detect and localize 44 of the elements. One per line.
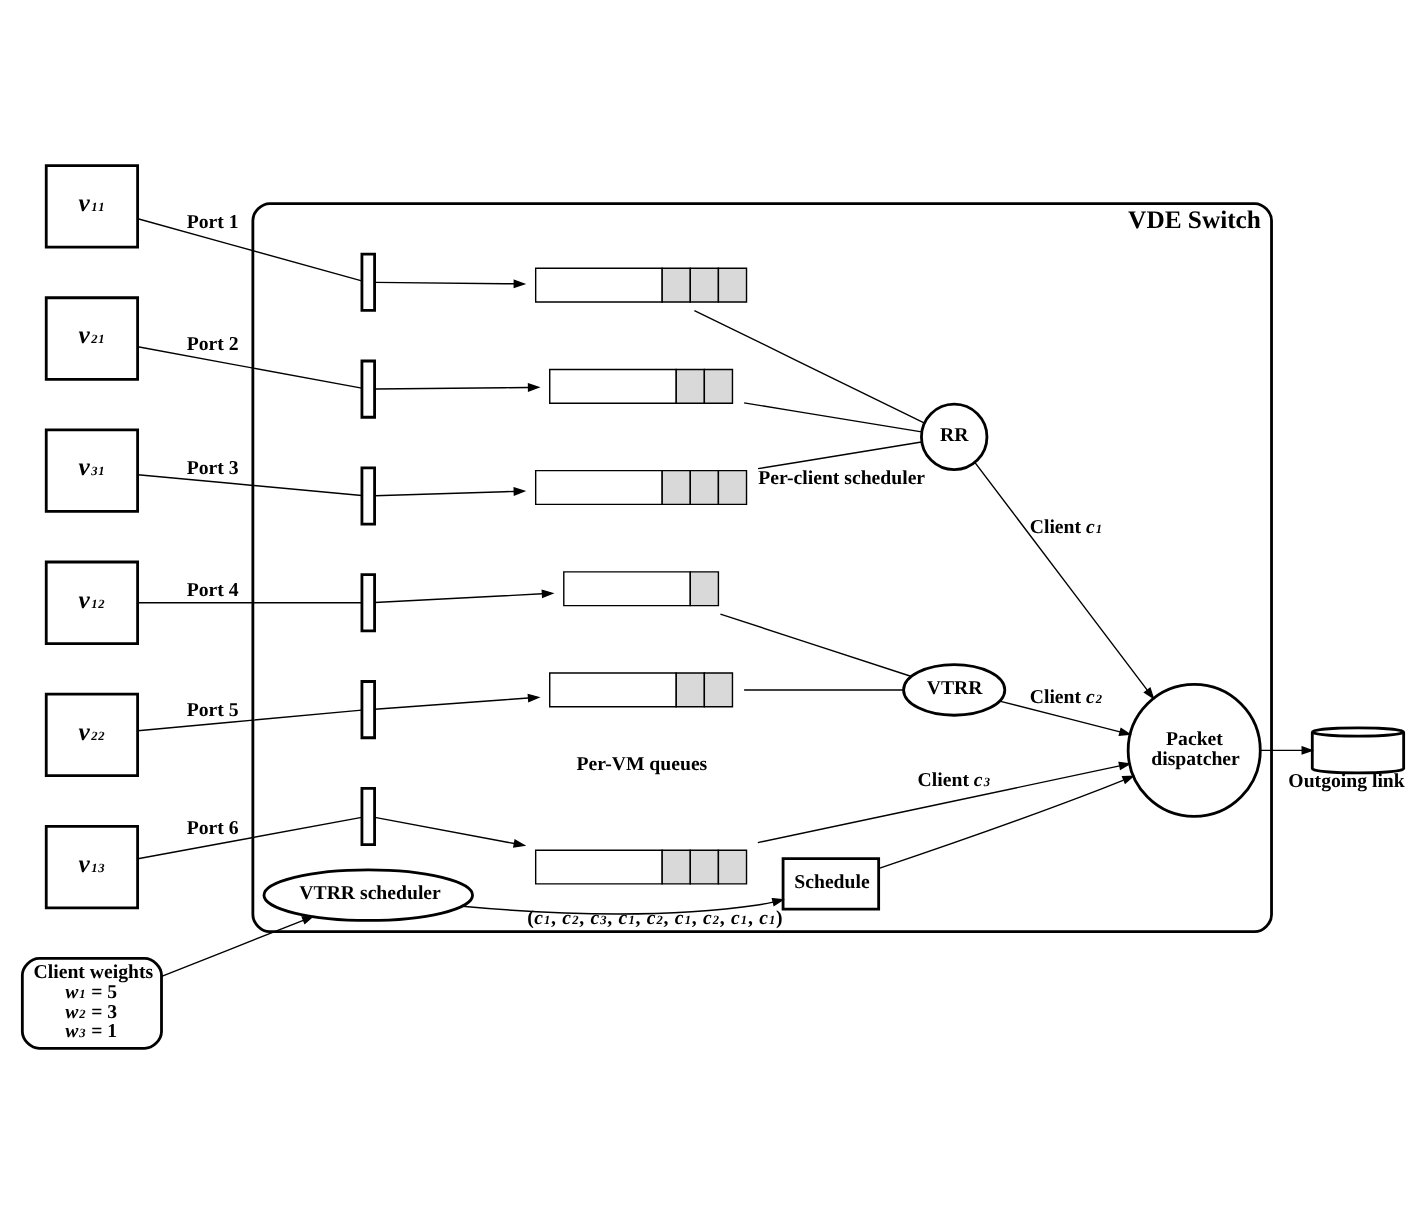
edge-label: Port 6 bbox=[186, 817, 239, 840]
node-circle: Packet dispatcher bbox=[1126, 682, 1262, 818]
arrow bbox=[974, 461, 1155, 700]
edge-label: Port 5 bbox=[186, 699, 239, 722]
arrow bbox=[461, 897, 785, 915]
edge-label: Port 3 bbox=[186, 457, 239, 480]
arrow bbox=[878, 775, 1135, 870]
arrow bbox=[374, 693, 541, 710]
label: Per-VM queues bbox=[576, 753, 708, 776]
connector bbox=[743, 689, 905, 691]
node-circle: RR bbox=[920, 402, 989, 472]
node-box: Schedule bbox=[781, 857, 881, 911]
arrow bbox=[374, 589, 555, 604]
edge-label: Port 1 bbox=[186, 211, 239, 234]
arrow bbox=[757, 761, 1132, 844]
connector bbox=[719, 613, 913, 678]
connector bbox=[137, 602, 363, 604]
connector bbox=[137, 346, 363, 389]
arrow bbox=[374, 487, 527, 497]
node-bar bbox=[360, 680, 376, 740]
connector bbox=[137, 709, 363, 732]
connector bbox=[757, 441, 923, 470]
node-bar bbox=[360, 466, 376, 526]
node-ellipse: VTRR bbox=[902, 663, 1007, 717]
arrow bbox=[374, 279, 527, 289]
connector bbox=[743, 402, 923, 433]
connector bbox=[137, 218, 363, 282]
connector bbox=[693, 309, 925, 424]
edge-label: Port 4 bbox=[186, 580, 239, 603]
node-label: Outgoing link bbox=[1288, 771, 1405, 794]
node-bar bbox=[360, 359, 376, 419]
arrow bbox=[374, 816, 527, 848]
node-bar bbox=[360, 573, 376, 633]
arrow bbox=[998, 700, 1132, 736]
node-ellipse: VTRR scheduler bbox=[262, 868, 474, 922]
node-bar bbox=[360, 252, 376, 312]
arrow bbox=[1259, 745, 1315, 755]
connector bbox=[137, 474, 363, 497]
connector bbox=[137, 816, 363, 860]
edge-label: Port 2 bbox=[186, 334, 239, 357]
node-bar bbox=[360, 786, 376, 846]
arrow bbox=[374, 383, 541, 392]
arrow bbox=[160, 915, 315, 978]
node-label: Per-client scheduler bbox=[758, 468, 926, 491]
